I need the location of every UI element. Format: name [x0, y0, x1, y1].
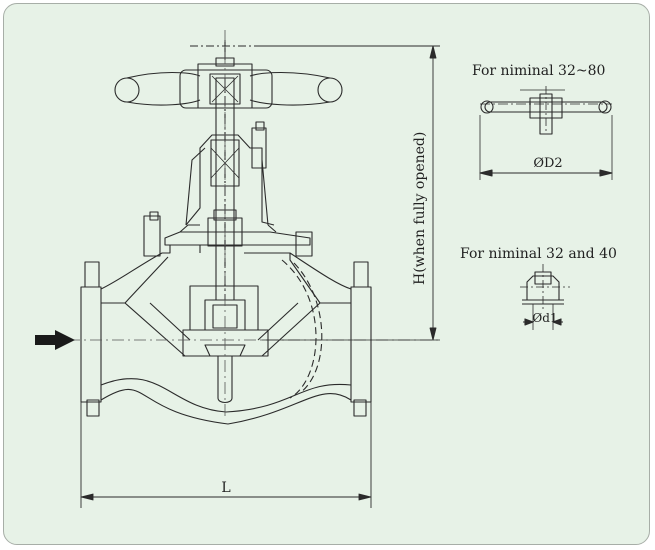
bonnet	[143, 121, 313, 257]
handwheel	[114, 40, 343, 109]
height-dimension-label: H(when fully opened)	[412, 132, 428, 285]
valve-body	[80, 244, 372, 425]
detail-small	[520, 264, 570, 330]
small-diameter-label: Ød1	[532, 311, 557, 325]
nominal-32-80-label: For niminal 32~80	[472, 63, 605, 79]
flow-arrow	[35, 330, 75, 350]
length-dimension-label: L	[221, 480, 230, 496]
drawing-panel	[3, 3, 650, 545]
handwheel-diameter-label: ØD2	[533, 156, 562, 171]
nominal-32-40-label: For niminal 32 and 40	[460, 246, 617, 262]
center-lines	[46, 30, 440, 420]
dimension-length	[80, 402, 372, 508]
detail-handwheel	[479, 86, 613, 180]
dimension-height	[258, 45, 440, 341]
